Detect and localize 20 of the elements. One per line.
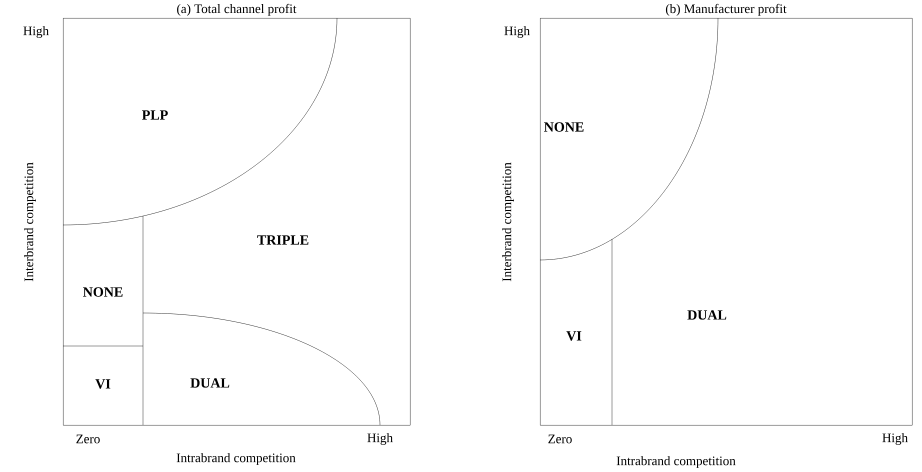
region-label: NONE	[83, 287, 122, 297]
axis-title: Interbrand competition	[502, 162, 514, 282]
region-label: DUAL	[190, 378, 230, 388]
axis-tick-label: High	[882, 433, 908, 445]
axis-tick-label: High	[367, 433, 393, 445]
axis-title: Intrabrand competition	[176, 453, 296, 465]
axis-title: Intrabrand competition	[616, 456, 736, 468]
node-label: (a) Total channel profit	[177, 4, 296, 16]
region-label: PLP	[142, 110, 168, 120]
region-label: VI	[95, 379, 110, 389]
axis-tick-label: Zero	[548, 434, 572, 444]
region-label: TRIPLE	[257, 235, 308, 245]
region-label: VI	[566, 331, 582, 341]
node-label: (b) Manufacturer profit	[666, 4, 787, 16]
axis-tick-label: High	[504, 26, 530, 38]
axis-title: Interbrand competition	[24, 162, 36, 282]
axis-tick-label: High	[23, 26, 49, 38]
axis-tick-label: Zero	[76, 434, 100, 444]
region-label: DUAL	[687, 310, 726, 320]
region-label: NONE	[544, 122, 584, 132]
